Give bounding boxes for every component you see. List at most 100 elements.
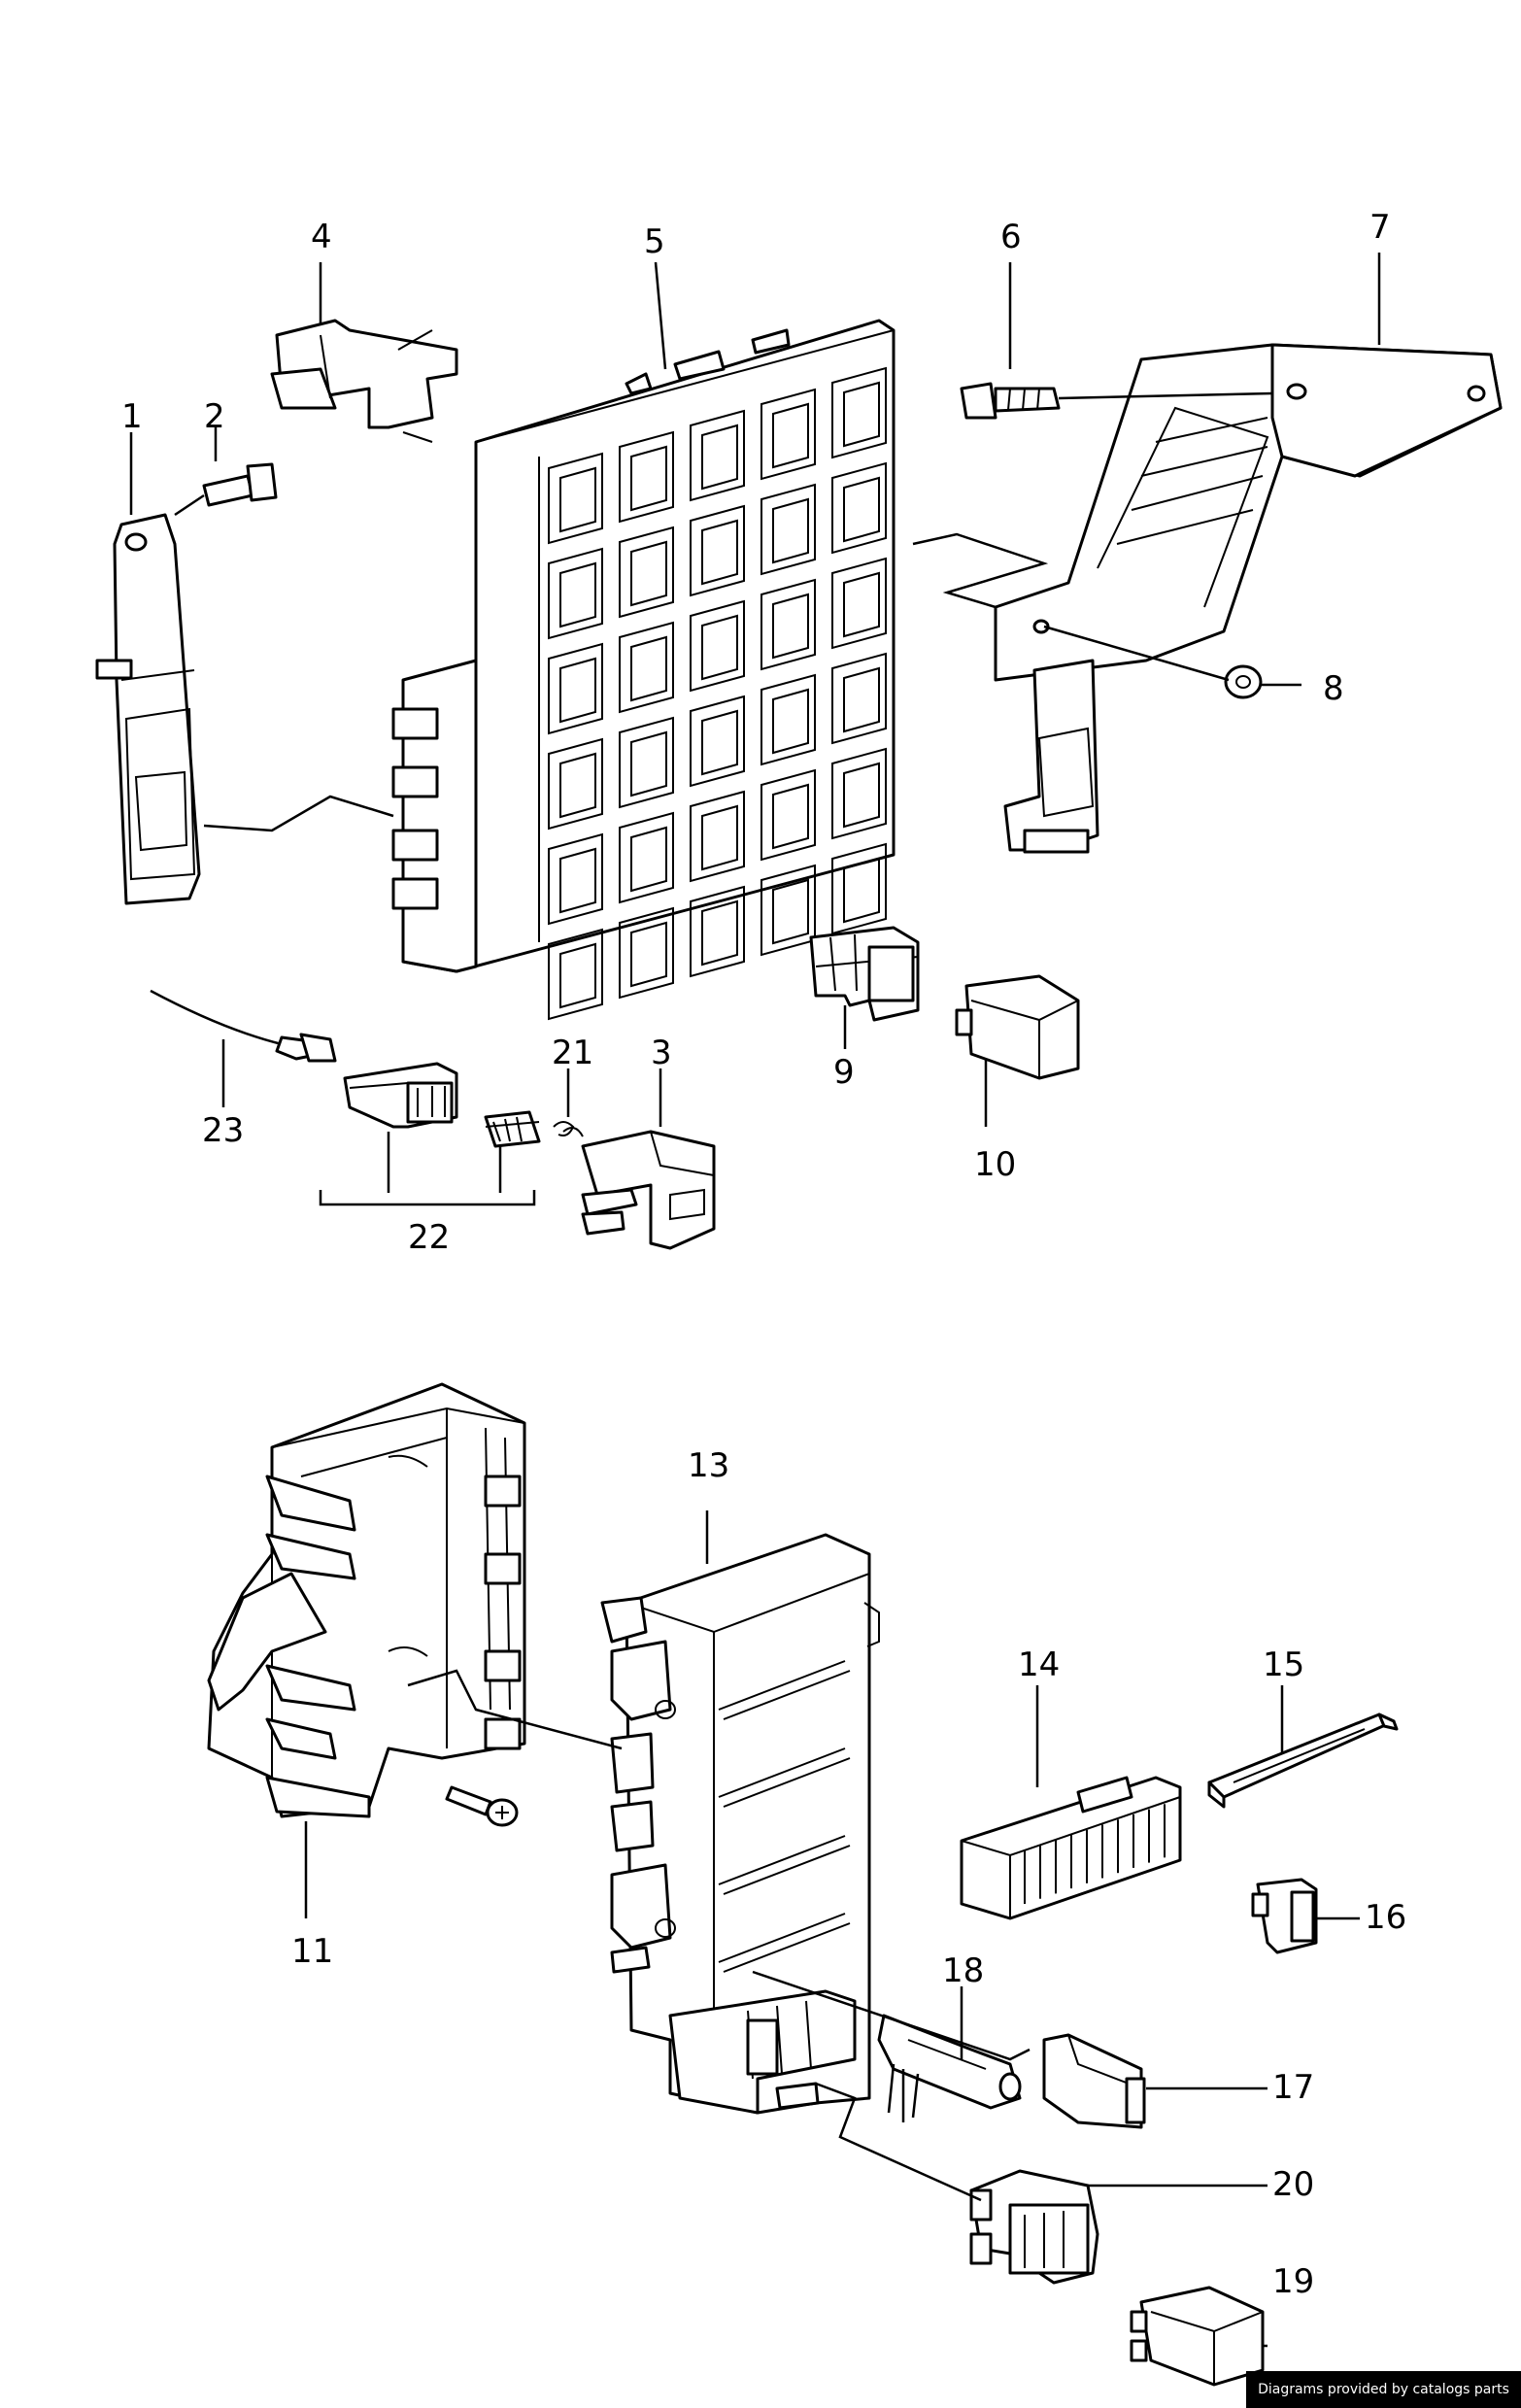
part-11-screw <box>445 1785 519 1827</box>
panel-cell <box>619 811 674 904</box>
callout-7: 7 <box>1369 208 1391 247</box>
panel-cell-inner <box>701 519 738 586</box>
part-20-relay-socket <box>969 2169 1099 2285</box>
panel-cell <box>831 652 887 745</box>
part-9-relay-socket <box>809 926 920 1022</box>
panel-cell <box>760 578 816 671</box>
callout-6: 6 <box>1000 218 1022 256</box>
part-18-diode-harness <box>877 2014 1022 2122</box>
callout-labels: 1 2 3 4 5 6 7 8 9 10 11 13 14 15 16 17 1… <box>121 208 1406 2301</box>
callout-2: 2 <box>204 397 225 436</box>
panel-cell <box>690 409 745 502</box>
part-13-relay-box <box>600 1533 880 2115</box>
part-3-bracket <box>581 1130 716 1250</box>
panel-cell-inner <box>701 614 738 681</box>
panel-cell-inner <box>559 847 596 914</box>
callout-20: 20 <box>1272 2165 1314 2204</box>
panel-cell-inner <box>772 593 809 660</box>
callout-15: 15 <box>1263 1645 1304 1684</box>
panel-cell-inner <box>630 445 667 512</box>
panel-cell <box>619 716 674 809</box>
panel-cell-inner <box>559 466 596 533</box>
part-22-connector-left <box>343 1062 458 1129</box>
callout-22: 22 <box>408 1218 450 1257</box>
part-10-relay <box>955 974 1080 1080</box>
callout-9: 9 <box>833 1053 855 1092</box>
panel-cell <box>619 906 674 1000</box>
callout-5: 5 <box>644 222 665 261</box>
part-5-relay-panel <box>391 319 896 1021</box>
callout-17: 17 <box>1272 2068 1314 2107</box>
callout-14: 14 <box>1018 1645 1060 1684</box>
panel-cell <box>831 366 887 459</box>
panel-cell-inner <box>630 540 667 607</box>
part-23-wire-terminal <box>150 989 337 1063</box>
callout-10: 10 <box>974 1145 1016 1184</box>
panel-cell <box>831 842 887 935</box>
part-21-small-clip <box>553 1121 584 1137</box>
part-14-connector-block <box>960 1776 1182 1920</box>
part-4-clip <box>270 319 458 443</box>
panel-cell-inner <box>843 476 880 543</box>
panel-cell-inner <box>843 666 880 733</box>
panel-cell-inner <box>772 402 809 469</box>
panel-cell <box>548 832 603 926</box>
callout-16: 16 <box>1365 1898 1406 1937</box>
panel-cell-inner <box>559 561 596 628</box>
part-11-relay-carrier <box>207 1382 526 1818</box>
callout-1: 1 <box>121 397 143 436</box>
callout-8: 8 <box>1323 669 1344 708</box>
panel-cell <box>690 599 745 693</box>
panel-cell <box>690 504 745 597</box>
panel-cell-inner <box>630 635 667 702</box>
callout-21: 21 <box>552 1034 593 1072</box>
panel-cell <box>548 928 603 1021</box>
panel-cell <box>831 461 887 555</box>
part-7-mount-bracket <box>994 343 1503 854</box>
panel-cell-inner <box>630 921 667 988</box>
part-2-bolt <box>202 462 278 507</box>
panel-cell-inner <box>701 804 738 871</box>
panel-cell-inner <box>701 424 738 491</box>
panel-cell <box>619 621 674 714</box>
part-19-relay <box>1130 2286 1265 2387</box>
callout-23: 23 <box>202 1111 244 1150</box>
panel-cell <box>760 673 816 766</box>
panel-cell <box>548 452 603 545</box>
part-1-bracket <box>95 513 201 905</box>
panel-cell <box>619 430 674 524</box>
panel-cell <box>760 768 816 862</box>
panel-cell <box>760 388 816 481</box>
panel-cell-inner <box>843 857 880 924</box>
panel-cell <box>690 790 745 883</box>
panel-cell-inner <box>843 381 880 448</box>
part-16-fuse <box>1251 1878 1318 1954</box>
panel-cell-inner <box>772 783 809 850</box>
callout-13: 13 <box>688 1446 729 1485</box>
panel-cell-inner <box>559 752 596 819</box>
part-15-locking-strip <box>1207 1713 1399 1809</box>
panel-cell <box>548 642 603 735</box>
panel-cell <box>548 737 603 831</box>
callout-4: 4 <box>311 218 332 256</box>
panel-cell-inner <box>843 571 880 638</box>
panel-cell <box>831 747 887 840</box>
panel-cell <box>690 695 745 788</box>
panel-cell-inner <box>630 826 667 893</box>
panel-cell-inner <box>630 730 667 797</box>
panel-cell-inner <box>772 688 809 755</box>
diagram-credit: Diagrams provided by catalogs parts <box>1246 2371 1521 2408</box>
panel-cell-inner <box>701 899 738 967</box>
part-6-bolt <box>960 382 1061 420</box>
panel-cell-inner <box>772 497 809 564</box>
callout-11: 11 <box>291 1932 333 1971</box>
panel-cell-inner <box>559 942 596 1009</box>
panel-cell <box>548 547 603 640</box>
part-8-nut <box>1224 664 1263 699</box>
panel-cell <box>831 557 887 650</box>
part-17-connector <box>1042 2033 1146 2129</box>
part-22-connector-right <box>484 1110 541 1148</box>
panel-cell <box>690 885 745 978</box>
callout-3: 3 <box>651 1034 672 1072</box>
